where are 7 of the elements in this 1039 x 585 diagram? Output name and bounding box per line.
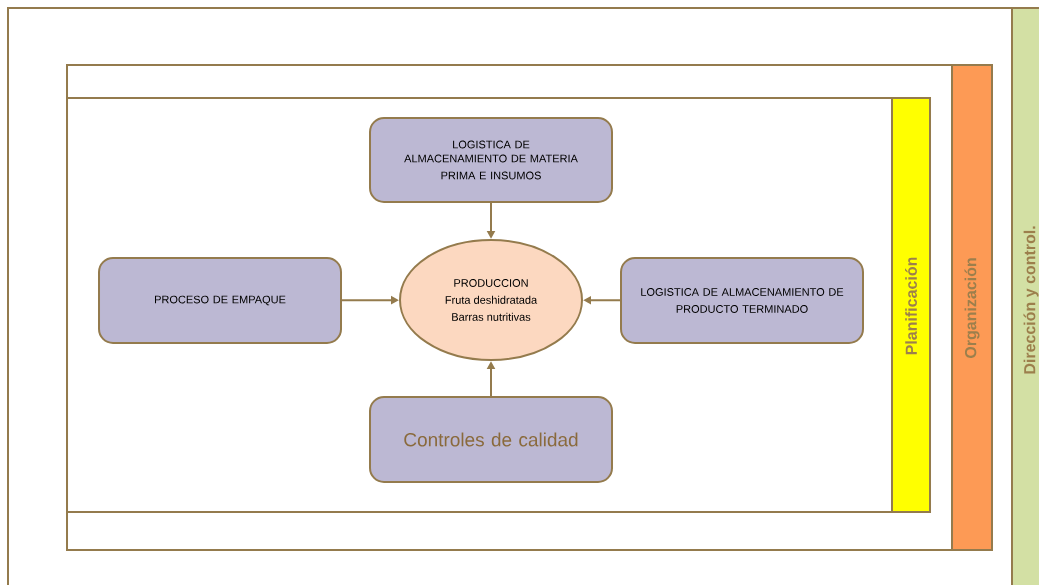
process-box: PROCESO DE EMPAQUE (98, 257, 342, 344)
process-box: Controles de calidad (369, 396, 613, 483)
process-box: LOGISTICA DE ALMACENAMIENTO DE MATERIA PRIMA E INSUMOS (369, 117, 613, 203)
side-band: Organización (951, 64, 993, 551)
side-band: Dirección y control. (1011, 7, 1039, 585)
side-band: Planificación (891, 97, 931, 513)
process-box: LOGISTICA DE ALMACENAMIENTO DE PRODUCTO TERMINADO (620, 257, 864, 344)
